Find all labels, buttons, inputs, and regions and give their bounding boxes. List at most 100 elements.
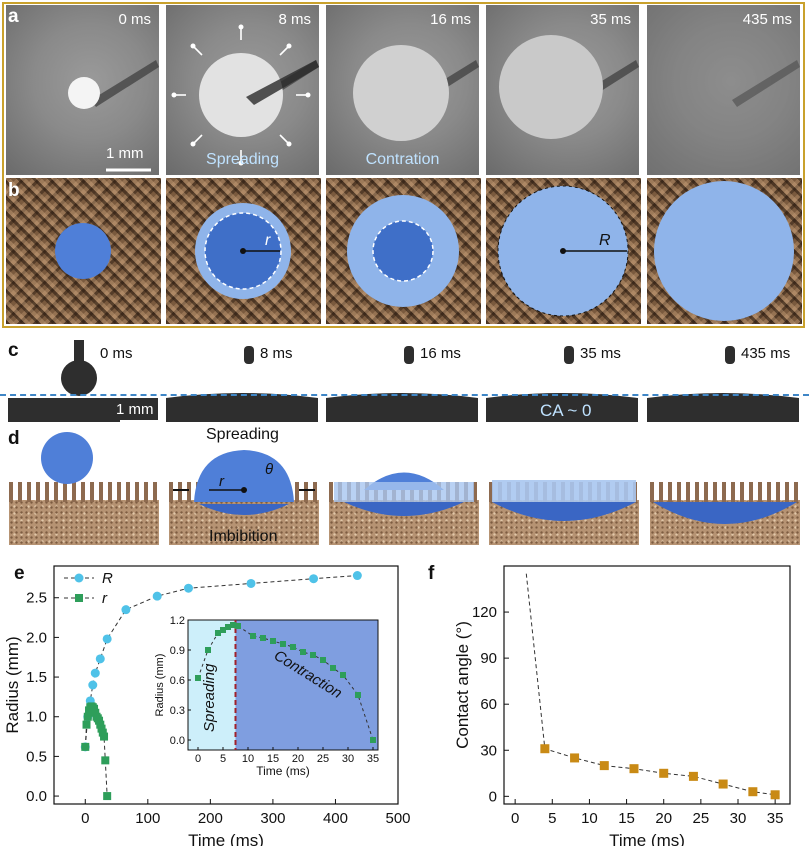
needle-shadow: [732, 60, 800, 107]
photo-drawing: [647, 5, 800, 175]
pillar-array: [6, 178, 161, 324]
inset-point: [330, 665, 336, 671]
plot-frame: [503, 565, 791, 805]
pillar-drawing: r: [195, 203, 291, 299]
time-label: 0 ms: [100, 345, 133, 362]
inset-point: [225, 624, 231, 630]
baseline: [0, 394, 809, 396]
y-tick-label: 1.5: [26, 669, 47, 686]
y-axis-label: Radius (mm): [3, 636, 22, 733]
inset-point: [300, 649, 306, 655]
ca-point: [688, 771, 698, 781]
cross-section: [9, 430, 159, 545]
inset-point: [220, 627, 226, 633]
side-view: [326, 346, 478, 398]
r-point: [100, 732, 109, 741]
x-tick-label: 500: [385, 810, 410, 827]
inset-point: [215, 630, 221, 636]
ca-series-line: [525, 573, 776, 796]
spreading-region-label: Spreading: [201, 663, 218, 732]
arrow-head: [190, 43, 196, 49]
pillar-array: r: [166, 178, 321, 324]
inset-frame: [187, 619, 379, 751]
arrow-head: [190, 141, 196, 147]
arrow-head: [286, 43, 292, 49]
spreading-label: Spreading: [206, 426, 279, 443]
pillar-drawing: [654, 181, 794, 321]
r-point: [82, 720, 91, 729]
film: [492, 480, 636, 502]
y-tick-label: 2.5: [26, 590, 47, 607]
panel-e-label: e: [14, 563, 25, 584]
droplet-spreading: [199, 53, 283, 137]
time-label: 8 ms: [260, 345, 293, 362]
r-point: [103, 792, 112, 801]
legend-marker-r: [75, 594, 83, 602]
contraction-region: [235, 620, 378, 750]
inset-point: [250, 633, 256, 639]
contact-line: [372, 220, 434, 282]
photo-caption: Spreading: [206, 151, 279, 168]
scale-bar: [120, 420, 158, 423]
y-tick-label: 0.0: [26, 788, 47, 805]
cross-section-drawing: [41, 432, 93, 484]
ca-point: [748, 787, 758, 797]
needle: [404, 346, 414, 364]
photo-caption: Contration: [365, 151, 440, 168]
cross-section: [329, 430, 479, 545]
spreading-drop: [194, 450, 294, 502]
pillar-drawing: [347, 195, 459, 307]
center-dot: [240, 248, 246, 254]
cross-section-drawing: [334, 472, 474, 516]
x-tick-label: 200: [198, 810, 223, 827]
time-label: 435 ms: [741, 345, 791, 362]
inset-point: [340, 672, 346, 678]
pillar-row: [9, 482, 159, 502]
R-point: [246, 578, 256, 588]
side-view: [61, 340, 97, 396]
x-tick-label: 5: [548, 810, 556, 827]
plot-frame: [53, 565, 399, 805]
y-axis-label: Contact angle (°): [453, 621, 472, 749]
R-point: [152, 591, 162, 601]
time-label: 16 ms: [430, 11, 471, 28]
ca-point: [570, 753, 580, 763]
pillar-drawing: [55, 223, 111, 279]
scale-bar-label: 1 mm: [106, 145, 144, 162]
x-axis-label: Time (ms): [188, 831, 264, 846]
wetted-area: [647, 5, 800, 175]
r-point: [83, 712, 92, 721]
time-label: 35 ms: [580, 345, 621, 362]
arrow-head: [238, 24, 244, 30]
y-tick-label: 30: [480, 742, 497, 759]
inset-point: [320, 657, 326, 663]
ca-point: [718, 779, 728, 789]
r-label: r: [219, 473, 225, 490]
y-tick-label: 2.0: [26, 629, 47, 646]
imbibed-region: [344, 502, 464, 516]
needle-shadow: [91, 60, 159, 107]
photo-drawing: [171, 24, 319, 166]
x-tick-label: 0: [81, 810, 89, 827]
y-tick-label: 60: [480, 696, 497, 713]
time-label: 16 ms: [420, 345, 461, 362]
inset-point: [235, 623, 241, 629]
needle: [74, 340, 84, 362]
side-view: [166, 346, 318, 398]
y-tick-label: 90: [480, 650, 497, 667]
needle: [564, 346, 574, 364]
arrow-head: [286, 141, 292, 147]
r-label: r: [265, 232, 271, 249]
substrate: [166, 398, 318, 422]
time-label: 435 ms: [742, 11, 792, 28]
inset-x-tick-label: 25: [317, 753, 329, 765]
x-tick-label: 0: [511, 810, 519, 827]
inset-y-tick-label: 1.2: [170, 615, 185, 627]
inset-x-tick-label: 5: [220, 753, 226, 765]
inset-point: [280, 641, 286, 647]
inset-point: [370, 737, 376, 743]
panel-d-label: d: [8, 428, 20, 449]
R-point: [90, 668, 100, 678]
x-tick-label: 25: [693, 810, 710, 827]
